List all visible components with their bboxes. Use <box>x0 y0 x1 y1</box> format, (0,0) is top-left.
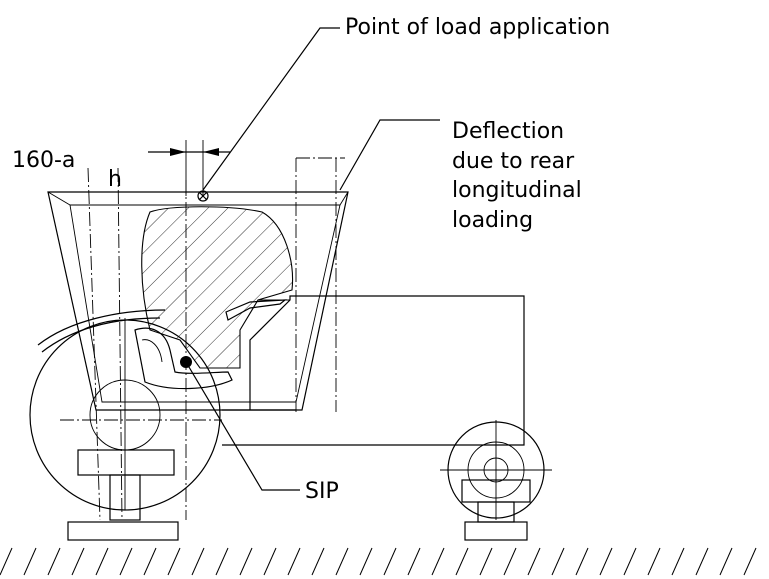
dimension-label: 160-a <box>12 148 75 173</box>
ground-hatch-stroke <box>455 547 469 576</box>
ground-hatch-stroke <box>479 547 493 576</box>
ground-hatch-stroke <box>239 547 253 576</box>
ground-hatch-stroke <box>383 547 397 576</box>
ground-hatch-stroke <box>311 547 325 576</box>
ground-hatch-stroke <box>575 547 589 576</box>
ground-hatch-stroke <box>743 547 757 576</box>
seat-back-hatched <box>141 206 294 369</box>
front-wheel <box>440 420 552 541</box>
deflection-label-line3: longitudinal <box>452 178 582 203</box>
ground-hatch-stroke <box>95 547 109 576</box>
deflection-label-line1: Deflection <box>452 119 564 144</box>
rear-wheel <box>29 318 221 541</box>
ground-hatch-stroke <box>119 547 133 576</box>
fender <box>37 299 287 353</box>
ground-hatch-stroke <box>719 547 733 576</box>
ground-hatch-stroke <box>431 547 445 576</box>
ground-hatch-stroke <box>23 547 37 576</box>
sip-leader <box>185 361 300 491</box>
ground-hatch-stroke <box>143 547 157 576</box>
dimension-arrows <box>148 140 230 196</box>
sip-label: SIP <box>305 479 339 504</box>
ground-hatch-stroke <box>599 547 613 576</box>
ground-hatch-stroke <box>623 547 637 576</box>
ground-hatch-stroke <box>335 547 349 576</box>
ground-hatch-stroke <box>287 547 301 576</box>
ground-hatch-stroke <box>551 547 565 576</box>
deflection-leader <box>339 119 440 191</box>
deflection-label-line2: due to rear <box>452 149 575 174</box>
load-point-marker <box>197 190 209 202</box>
ground-hatch-stroke <box>503 547 517 576</box>
tractor-body <box>222 295 525 446</box>
ground-hatch-stroke <box>191 547 205 576</box>
ground-hatch-stroke <box>647 547 661 576</box>
ground-hatch-stroke <box>0 547 13 576</box>
ground-hatch-stroke <box>47 547 61 576</box>
load-point-leader <box>202 27 340 191</box>
seat <box>134 327 233 390</box>
ground-hatch-stroke <box>215 547 229 576</box>
ground-hatch <box>0 547 757 576</box>
deflection-label-line4: loading <box>452 208 533 233</box>
dimension-subscript: h <box>108 167 122 192</box>
ground-hatch-stroke <box>167 547 181 576</box>
ground-hatch-stroke <box>527 547 541 576</box>
ground-hatch-stroke <box>71 547 85 576</box>
ground-hatch-stroke <box>407 547 421 576</box>
ground-hatch-stroke <box>359 547 373 576</box>
load-point-label: Point of load application <box>345 15 610 40</box>
ground-hatch-stroke <box>263 547 277 576</box>
ground-hatch-stroke <box>671 547 685 576</box>
ground-hatch-stroke <box>695 547 709 576</box>
